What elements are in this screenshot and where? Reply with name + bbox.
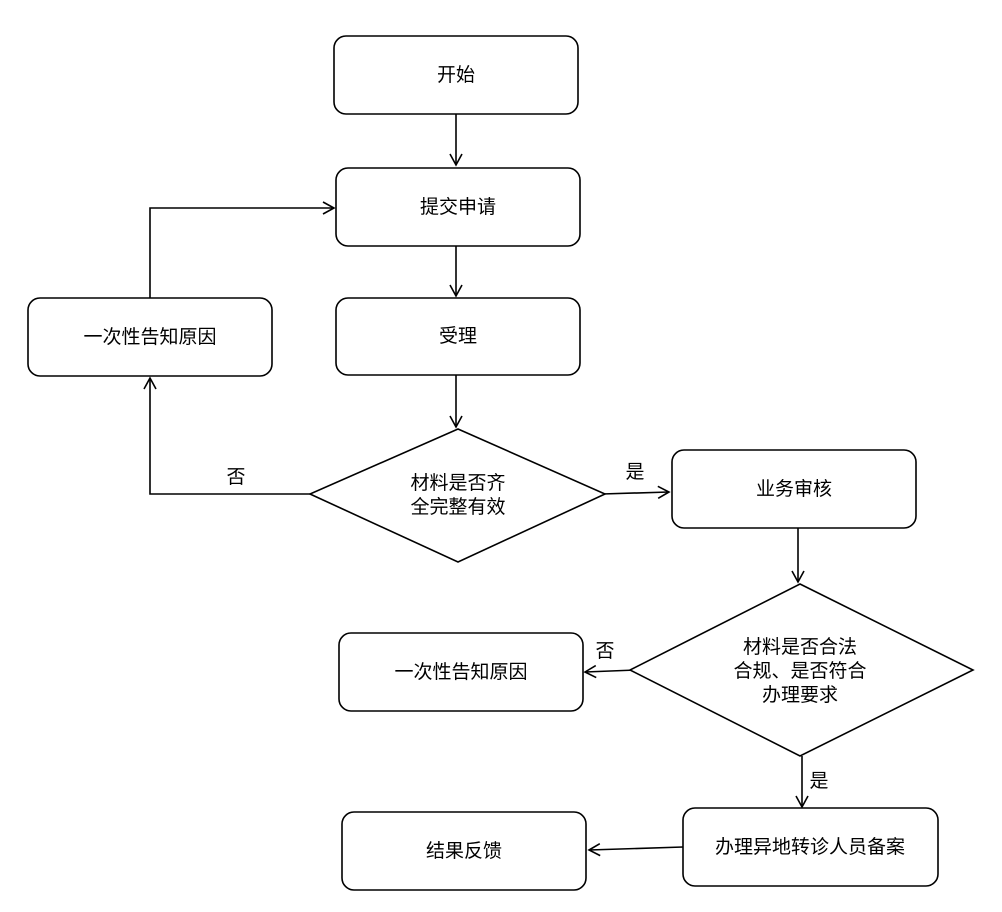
node-record-filing-label: 办理异地转诊人员备案 — [715, 836, 905, 858]
node-accept-label: 受理 — [439, 325, 477, 347]
decision-materials-legal-line2: 合规、是否符合 — [733, 660, 866, 682]
edge-label-yes-2: 是 — [809, 770, 828, 792]
edge-filing-to-feedback — [587, 842, 684, 857]
edge-check1-no-to-notify1 — [143, 376, 310, 495]
edge-check2-no-to-notify2 — [583, 664, 637, 679]
node-submit: 提交申请 — [335, 167, 581, 247]
edge-check1-yes-to-review — [601, 485, 671, 500]
node-start-label: 开始 — [437, 64, 475, 86]
node-start: 开始 — [333, 35, 579, 115]
decision-materials-complete-line2: 全完整有效 — [410, 496, 505, 518]
decision-materials-legal: 材料是否合法 合规、是否符合 办理要求 — [628, 583, 975, 757]
edge-label-no-1: 否 — [226, 466, 245, 488]
node-business-review: 业务审核 — [671, 449, 917, 529]
decision-materials-legal-line1: 材料是否合法 — [743, 636, 857, 658]
decision-materials-complete: 材料是否齐 全完整有效 — [308, 428, 607, 563]
edge-label-no-2: 否 — [595, 640, 614, 662]
node-result-feedback-label: 结果反馈 — [426, 840, 502, 862]
decision-materials-complete-line1: 材料是否齐 — [410, 472, 505, 494]
node-notify-reason-1: 一次性告知原因 — [27, 297, 273, 377]
node-record-filing: 办理异地转诊人员备案 — [682, 807, 939, 887]
node-notify-reason-2: 一次性告知原因 — [338, 632, 584, 712]
node-business-review-label: 业务审核 — [756, 478, 832, 500]
edge-label-yes-1: 是 — [625, 461, 644, 483]
node-notify-reason-2-label: 一次性告知原因 — [394, 661, 527, 683]
node-accept: 受理 — [335, 297, 581, 376]
edge-notify1-to-submit — [149, 201, 336, 298]
decision-materials-legal-line3: 办理要求 — [762, 684, 838, 706]
node-submit-label: 提交申请 — [420, 196, 496, 218]
node-result-feedback: 结果反馈 — [341, 811, 587, 891]
node-notify-reason-1-label: 一次性告知原因 — [83, 326, 216, 348]
